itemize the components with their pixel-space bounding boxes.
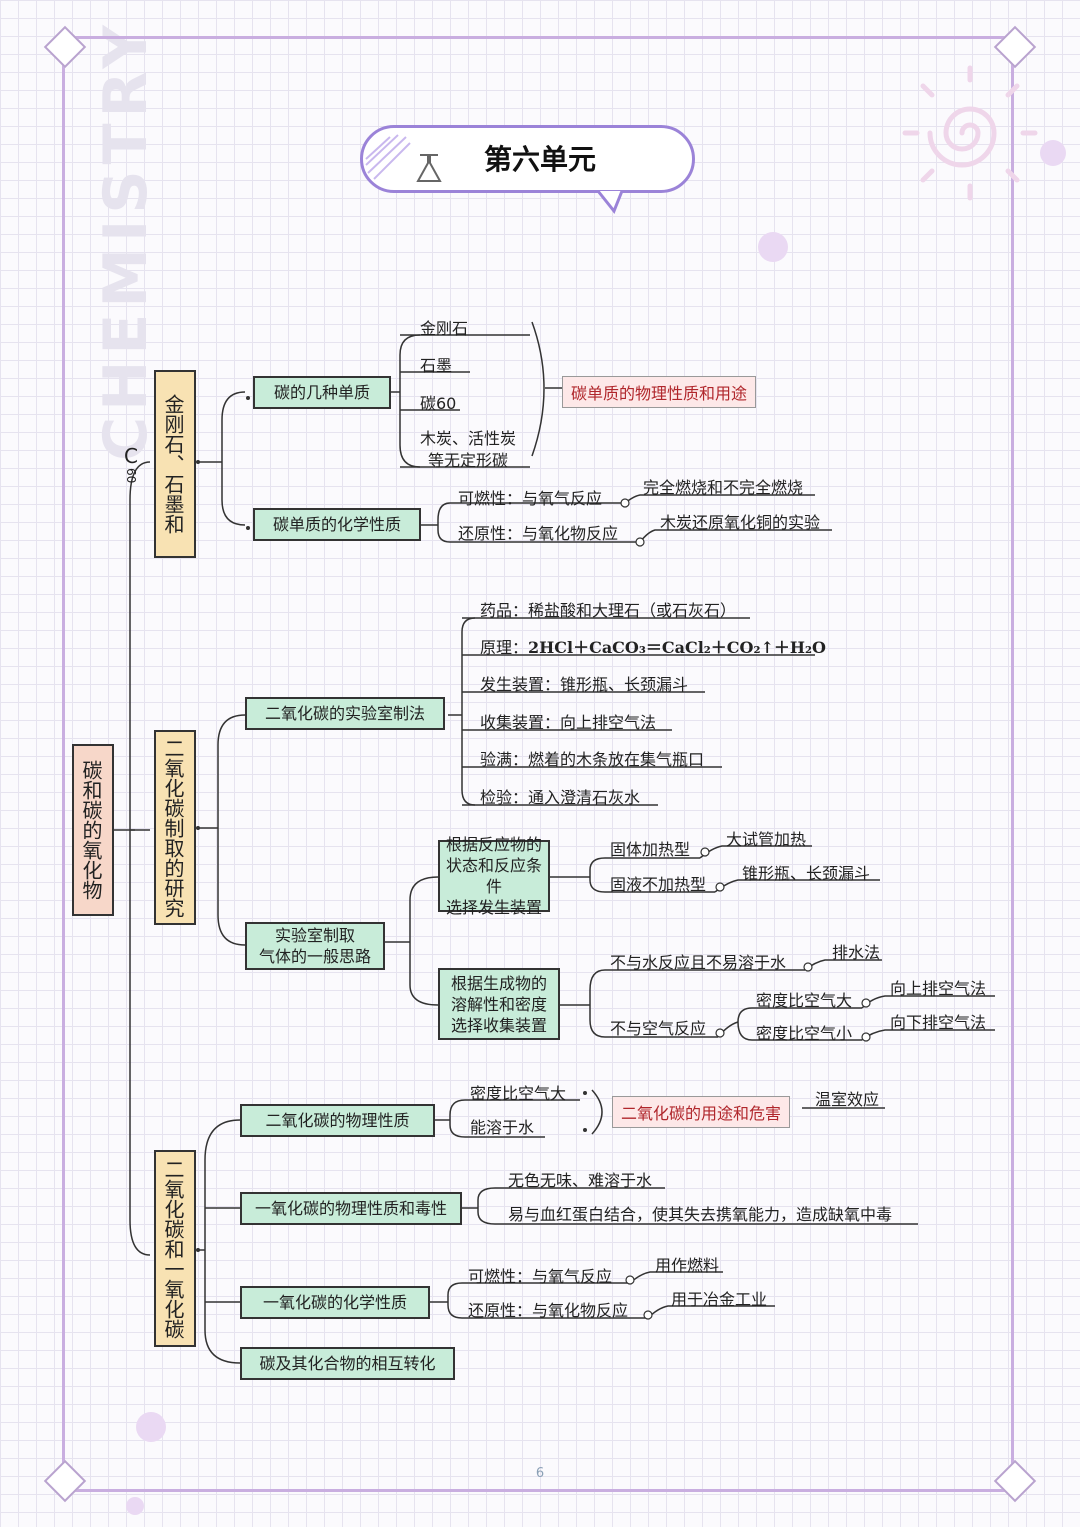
collector-water-condition: 不与水反应且不易溶于水 (610, 953, 787, 972)
collector-lighter: 密度比空气小 (756, 1024, 853, 1043)
sun-doodle-icon (902, 65, 1038, 201)
node-co-physical-toxicity: 一氧化碳的物理性质和毒性 (240, 1192, 462, 1225)
decor-dot (758, 232, 788, 262)
decor-dot (136, 1412, 166, 1442)
lab-principle-label: 原理： (480, 638, 529, 657)
co2-denser-than-air: 密度比空气大 (470, 1084, 567, 1103)
title-banner (360, 125, 695, 193)
generator-solid-heated-detail: 大试管加热 (726, 830, 807, 849)
note-carbon-physical-uses: 碳单质的物理性质和用途 (562, 376, 757, 408)
lab-reagents: 药品：稀盐酸和大理石（或石灰石） (480, 601, 737, 620)
lab-principle: 原理：2HCl＋CaCO₃＝CaCl₂＋CO₂↑＋H₂O (480, 634, 826, 658)
collector-air-condition: 不与空气反应 (610, 1019, 707, 1038)
node-co-chemical: 一氧化碳的化学性质 (240, 1286, 430, 1319)
allotrope-graphite: 石墨 (420, 356, 453, 375)
page-title: 第六单元 (483, 143, 596, 176)
co2-soluble: 能溶于水 (470, 1118, 535, 1137)
choose-generator-line2: 状态和反应条件 (446, 856, 543, 896)
allotrope-amorphous-2: 等无定形碳 (428, 451, 509, 470)
lab-collection: 收集装置：向上排空气法 (480, 713, 657, 732)
allotrope-c60: 碳60 (420, 394, 457, 413)
choose-generator-line1: 根据反应物的 (446, 835, 543, 854)
collector-denser-method: 向上排空气法 (890, 979, 987, 998)
lab-full-check: 验满：燃着的木条放在集气瓶口 (480, 750, 705, 769)
co-combustibility-use: 用作燃料 (655, 1256, 720, 1275)
node-carbon-chemical-properties: 碳单质的化学性质 (253, 508, 421, 541)
lab-generator: 发生装置：锥形瓶、长颈漏斗 (480, 675, 689, 694)
collector-lighter-method: 向下排空气法 (890, 1013, 987, 1032)
node-carbon-conversions: 碳及其化合物的相互转化 (240, 1347, 455, 1380)
collector-water-method: 排水法 (832, 943, 881, 962)
generator-solid-liquid-detail: 锥形瓶、长颈漏斗 (742, 864, 871, 883)
allotrope-amorphous-1: 木炭、活性炭 (420, 429, 517, 448)
collector-denser: 密度比空气大 (756, 991, 853, 1010)
node-co2-lab-preparation: 二氧化碳的实验室制法 (245, 697, 445, 730)
carbon-reducibility: 还原性：与氧化物反应 (458, 524, 619, 543)
node-general-approach-line2: 气体的一般思路 (258, 947, 371, 966)
note-co2-uses-hazards: 二氧化碳的用途和危害 (612, 1096, 791, 1128)
co-toxicity: 易与血红蛋白结合，使其失去携氧能力，造成缺氧中毒 (508, 1205, 893, 1224)
branch-co2-preparation: 二氧化碳制取的研究 (154, 730, 196, 925)
co-colorless-insoluble: 无色无味、难溶于水 (508, 1171, 653, 1190)
node-choose-generator: 根据反应物的 状态和反应条件 选择发生装置 (438, 835, 550, 917)
choose-collector-line3: 选择收集装置 (450, 1015, 547, 1035)
node-co2-physical: 二氧化碳的物理性质 (240, 1104, 435, 1137)
branch-co2-and-co: 二氧化碳和一氧化碳 (154, 1150, 196, 1347)
lab-principle-equation: 2HCl＋CaCO₃＝CaCl₂＋CO₂↑＋H₂O (528, 638, 826, 657)
node-general-approach: 实验室制取 气体的一般思路 (245, 922, 385, 970)
co-reducibility: 还原性：与氧化物反应 (468, 1301, 629, 1320)
carbon-reducibility-detail: 木炭还原氧化铜的实验 (660, 513, 821, 532)
page-number: 6 (535, 1466, 545, 1481)
co2-greenhouse-effect: 温室效应 (815, 1090, 880, 1109)
generator-solid-heated: 固体加热型 (610, 840, 691, 859)
co-reducibility-use: 用于冶金工业 (671, 1290, 768, 1309)
allotrope-diamond: 金刚石 (420, 319, 469, 338)
generator-solid-liquid: 固液不加热型 (610, 875, 707, 894)
decor-dot (1040, 140, 1066, 166)
carbon-combustibility: 可燃性：与氧气反应 (458, 489, 603, 508)
branch-carbon-allotropes-subscript: 60 (124, 468, 138, 484)
title-banner-tail (365, 134, 624, 214)
choose-collector-line2: 溶解性和密度 (450, 994, 547, 1014)
node-choose-collector: 根据生成物的 溶解性和密度 选择收集装置 (438, 968, 560, 1040)
lab-test: 检验：通入澄清石灰水 (480, 788, 641, 807)
node-general-approach-line1: 实验室制取 (274, 926, 355, 945)
page-frame (62, 36, 1014, 1492)
choose-generator-line3: 选择发生装置 (446, 898, 543, 917)
root-node: 碳和碳的氧化物 (72, 744, 114, 916)
branch-carbon-allotropes-label: 金刚石、石墨和C (119, 394, 185, 534)
carbon-combustibility-detail: 完全燃烧和不完全燃烧 (643, 478, 804, 497)
node-carbon-allotropes: 碳的几种单质 (253, 376, 391, 409)
choose-collector-line1: 根据生成物的 (450, 973, 547, 993)
branch-carbon-allotropes: 金刚石、石墨和C60 (119, 370, 196, 558)
decor-dot (126, 1497, 144, 1515)
co-combustibility: 可燃性：与氧气反应 (468, 1267, 613, 1286)
